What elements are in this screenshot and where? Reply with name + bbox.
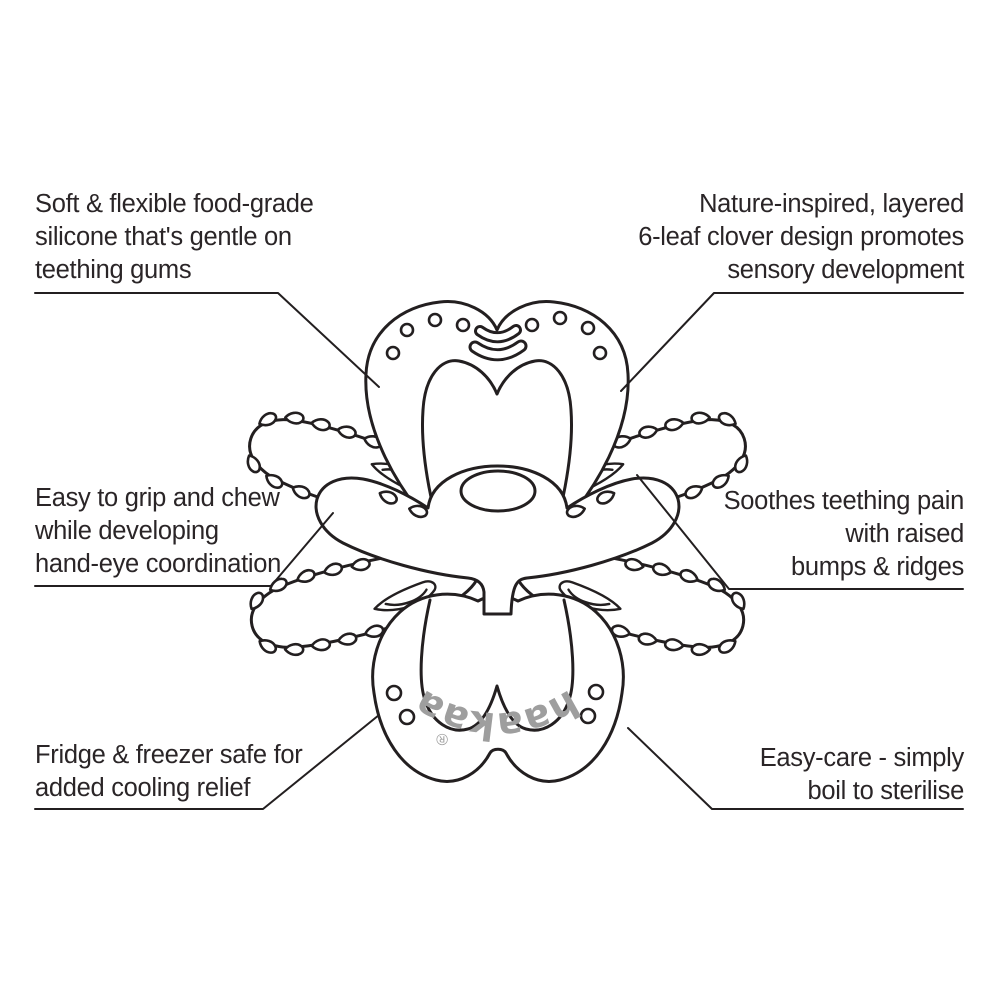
leader-line-bottom-left: [34, 714, 380, 810]
callout-line: sensory development: [727, 256, 964, 284]
leader-line-mid-right: [636, 474, 964, 590]
callout-easy-care: Easy-care - simply boil to sterilise: [759, 742, 965, 808]
leader-line-mid-left: [34, 512, 334, 587]
callout-line: boil to sterilise: [807, 777, 965, 805]
callout-line: 6-leaf clover design promotes: [638, 223, 964, 251]
callout-clover-design: Nature-inspired, layered 6-leaf clover d…: [638, 188, 964, 287]
leader-line-top-right: [620, 292, 964, 392]
callout-line: silicone that's gentle on: [35, 223, 292, 251]
callout-line: Nature-inspired, layered: [699, 190, 964, 218]
callout-line: Soft & flexible food-grade: [35, 190, 314, 218]
registered-trademark-symbol: ®: [436, 730, 448, 747]
hub-grip: [314, 464, 681, 616]
leader-line-bottom-right: [627, 727, 964, 810]
callout-soothes-pain: Soothes teething pain with raised bumps …: [723, 485, 965, 584]
callout-line: added cooling relief: [35, 774, 251, 802]
callout-line: bumps & ridges: [791, 553, 964, 581]
callout-line: Easy-care - simply: [759, 744, 965, 772]
bottom-heart-leaf: [371, 592, 625, 783]
bottom-heart-bumps: [385, 683, 605, 726]
callout-line: hand-eye coordination: [35, 550, 282, 578]
hub-center-ring: [459, 469, 537, 513]
callout-line: while developing: [35, 517, 219, 545]
callout-line: Fridge & freezer safe for: [35, 741, 303, 769]
callout-line: Soothes teething pain: [723, 487, 965, 515]
top-heart-ridges: [468, 324, 528, 362]
callout-soft-silicone: Soft & flexible food-grade silicone that…: [35, 188, 314, 287]
top-heart-bumps: [385, 310, 608, 361]
callout-line: teething gums: [35, 256, 192, 284]
callout-easy-grip: Easy to grip and chew while developing h…: [35, 482, 281, 581]
leader-lines: [34, 292, 964, 810]
leader-line-top-left: [34, 292, 380, 388]
callout-line: Easy to grip and chew: [35, 484, 280, 512]
callout-line: with raised: [845, 520, 964, 548]
callout-fridge-safe: Fridge & freezer safe for added cooling …: [35, 739, 303, 805]
